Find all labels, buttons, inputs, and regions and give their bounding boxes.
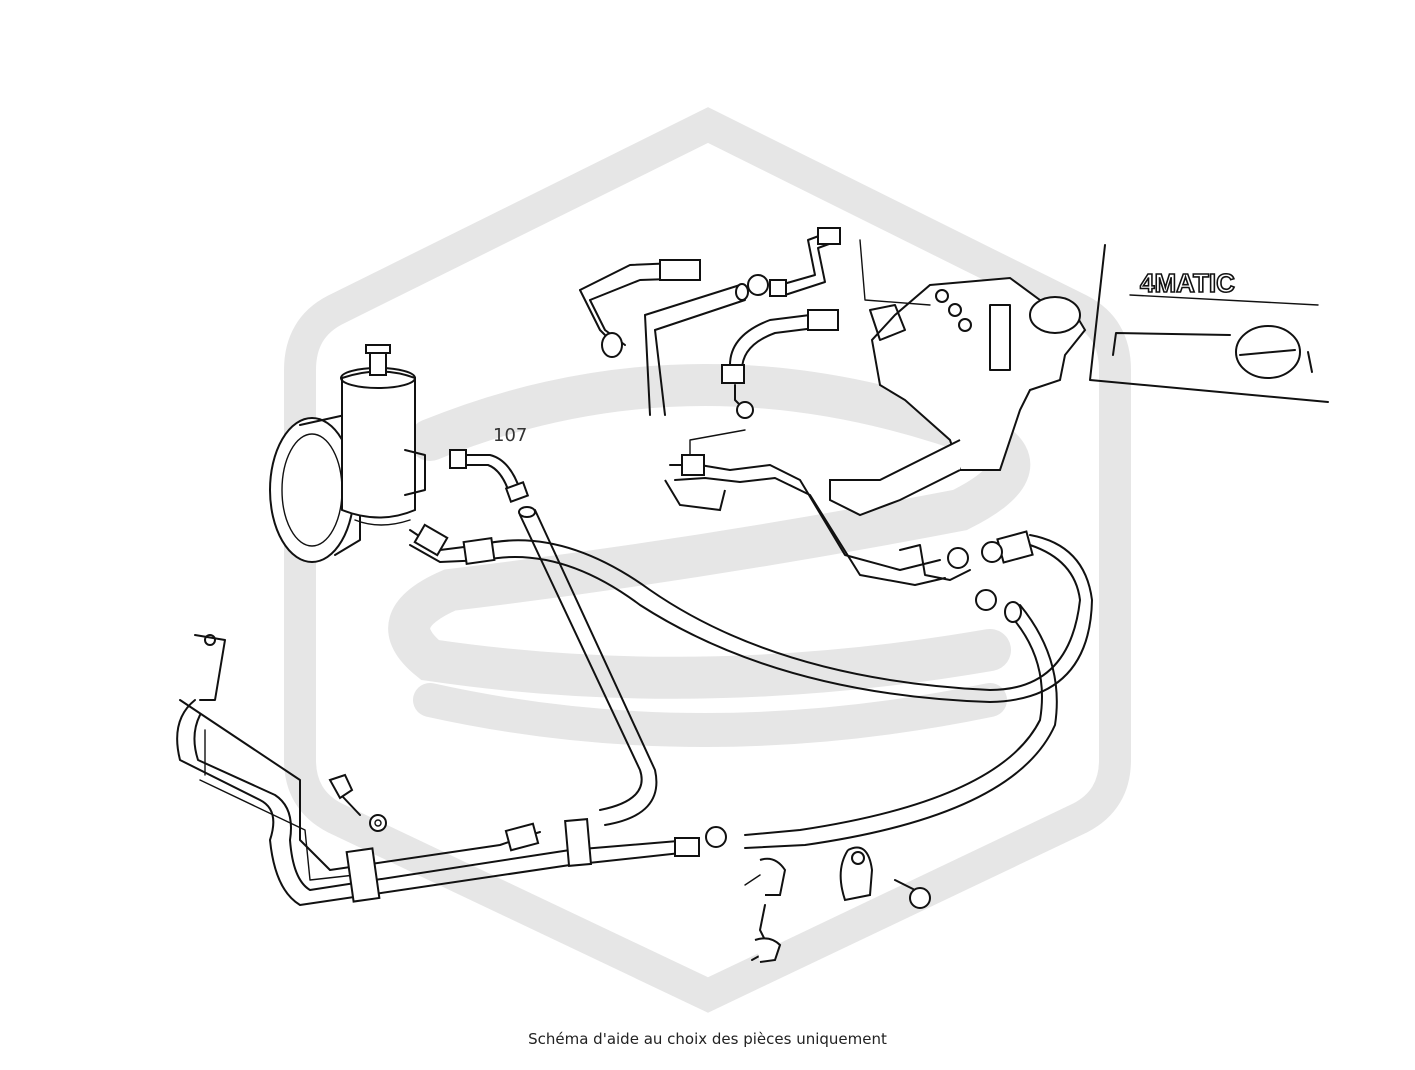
4matic-badge: 4MATIC <box>1089 244 1329 403</box>
steel-lines-top <box>689 227 841 456</box>
middle-lines-bracket <box>664 454 997 611</box>
watermark-logo <box>284 107 1131 1013</box>
oil-cooler <box>176 634 700 906</box>
cooler-feed-hose <box>744 601 1058 849</box>
badge-text: 4MATIC <box>1140 268 1235 298</box>
steering-gear-box <box>829 239 1087 517</box>
elbow-hoses <box>579 259 769 416</box>
power-steering-pump <box>269 344 426 563</box>
pressure-hose <box>409 523 1093 703</box>
footer-caption: Schéma d'aide au choix des pièces unique… <box>528 1030 887 1048</box>
return-hose-107: 107 <box>449 425 530 503</box>
return-line <box>518 506 658 826</box>
part-label-107: 107 <box>493 425 527 446</box>
fasteners <box>328 773 931 963</box>
